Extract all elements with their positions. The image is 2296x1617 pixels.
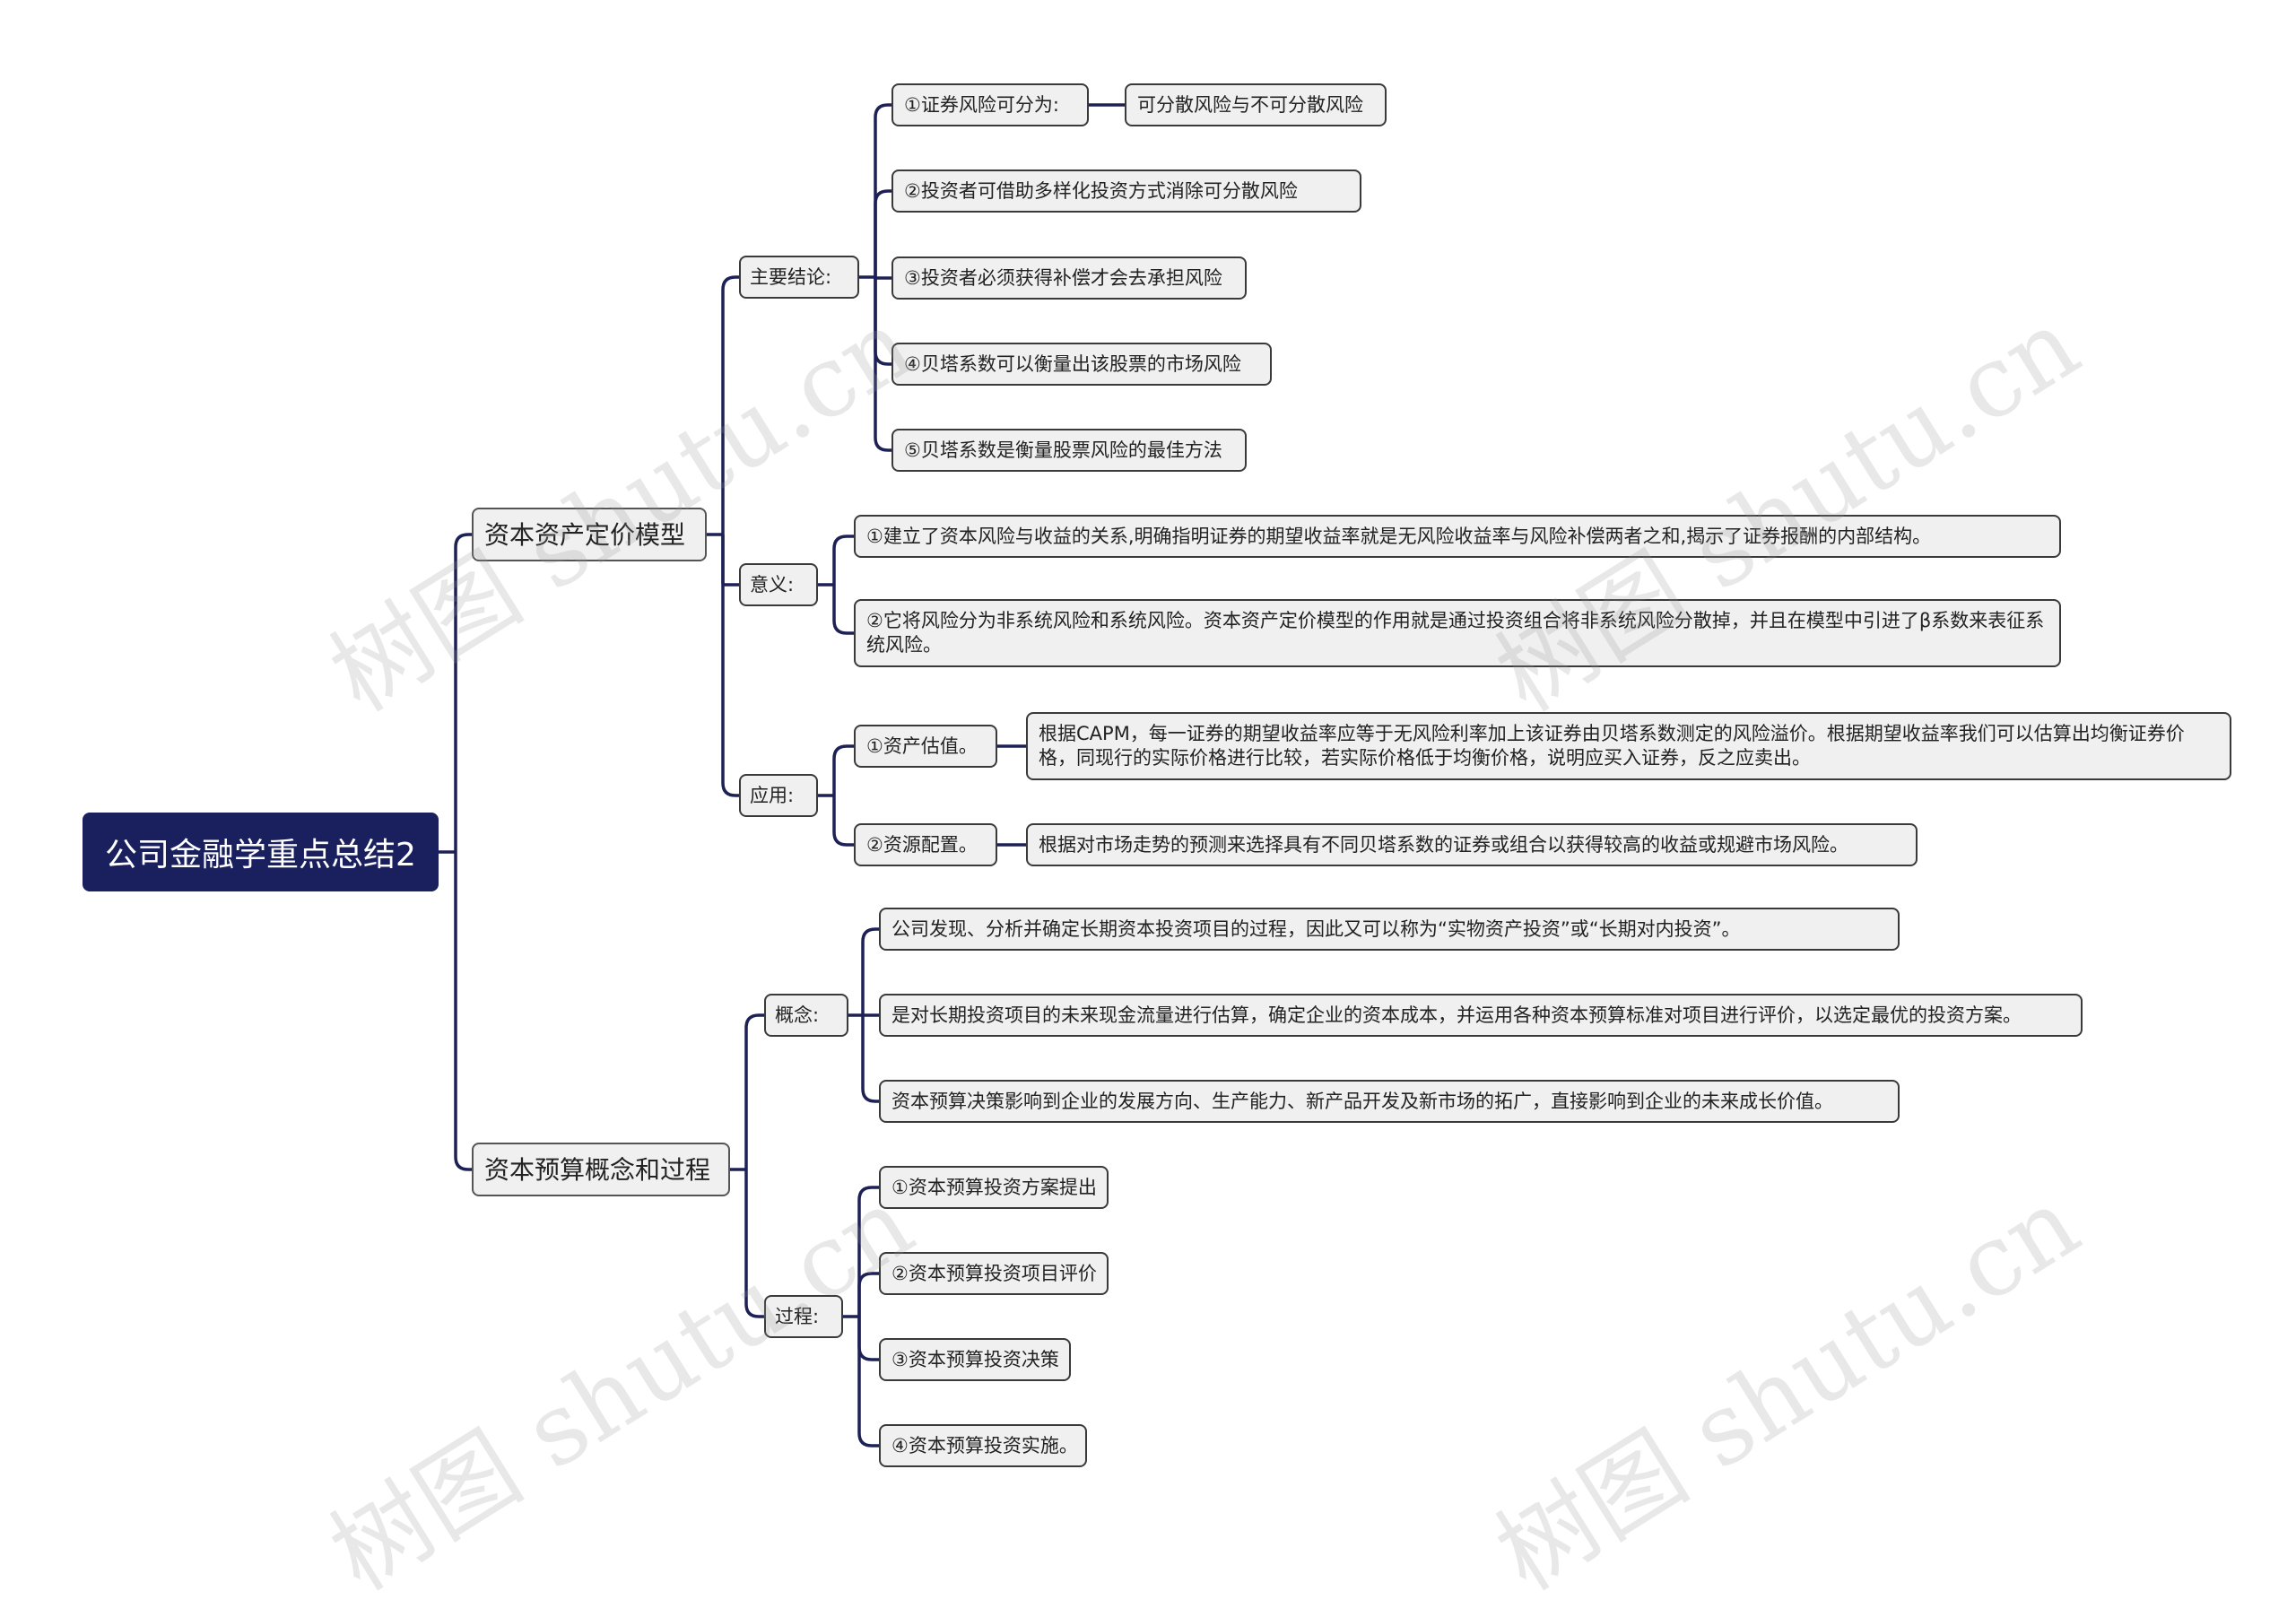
conclusion-item-1[interactable]: ①证券风险可分为:	[891, 83, 1089, 126]
root-topic[interactable]: 公司金融学重点总结2	[83, 813, 439, 891]
concept-item-3[interactable]: 资本预算决策影响到企业的发展方向、生产能力、新产品开发及新市场的拓广，直接影响到…	[879, 1080, 1900, 1123]
label-process[interactable]: 过程:	[764, 1295, 843, 1338]
application-item-1[interactable]: ①资产估值。	[854, 725, 997, 768]
conclusion-item-1-detail[interactable]: 可分散风险与不可分散风险	[1125, 83, 1387, 126]
process-item-3[interactable]: ③资本预算投资决策	[879, 1338, 1071, 1381]
application-item-2[interactable]: ②资源配置。	[854, 823, 997, 866]
application-item-1-detail[interactable]: 根据CAPM，每一证券的期望收益率应等于无风险利率加上该证券由贝塔系数测定的风险…	[1026, 712, 2231, 780]
label-main-conclusions[interactable]: 主要结论:	[739, 256, 859, 299]
conclusion-item-5[interactable]: ⑤贝塔系数是衡量股票风险的最佳方法	[891, 429, 1247, 472]
branch-capm[interactable]: 资本资产定价模型	[472, 508, 707, 561]
conclusion-item-2[interactable]: ②投资者可借助多样化投资方式消除可分散风险	[891, 170, 1361, 213]
conclusion-item-4[interactable]: ④贝塔系数可以衡量出该股票的市场风险	[891, 343, 1272, 386]
process-item-2[interactable]: ②资本预算投资项目评价	[879, 1252, 1109, 1295]
label-application[interactable]: 应用:	[739, 774, 818, 817]
conclusion-item-3[interactable]: ③投资者必须获得补偿才会去承担风险	[891, 256, 1247, 300]
process-item-1[interactable]: ①资本预算投资方案提出	[879, 1166, 1109, 1209]
concept-item-2[interactable]: 是对长期投资项目的未来现金流量进行估算，确定企业的资本成本，并运用各种资本预算标…	[879, 994, 2083, 1037]
process-item-4[interactable]: ④资本预算投资实施。	[879, 1424, 1087, 1467]
application-item-2-detail[interactable]: 根据对市场走势的预测来选择具有不同贝塔系数的证券或组合以获得较高的收益或规避市场…	[1026, 823, 1918, 866]
label-significance[interactable]: 意义:	[739, 563, 818, 606]
label-concept[interactable]: 概念:	[764, 994, 848, 1037]
significance-item-1[interactable]: ①建立了资本风险与收益的关系,明确指明证券的期望收益率就是无风险收益率与风险补偿…	[854, 515, 2061, 558]
branch-capital-budgeting[interactable]: 资本预算概念和过程	[472, 1143, 730, 1196]
significance-item-2[interactable]: ②它将风险分为非系统风险和系统风险。资本资产定价模型的作用就是通过投资组合将非系…	[854, 599, 2061, 667]
connector-lines	[439, 103, 1125, 1447]
concept-item-1[interactable]: 公司发现、分析并确定长期资本投资项目的过程，因此又可以称为“实物资产投资”或“长…	[879, 908, 1900, 951]
